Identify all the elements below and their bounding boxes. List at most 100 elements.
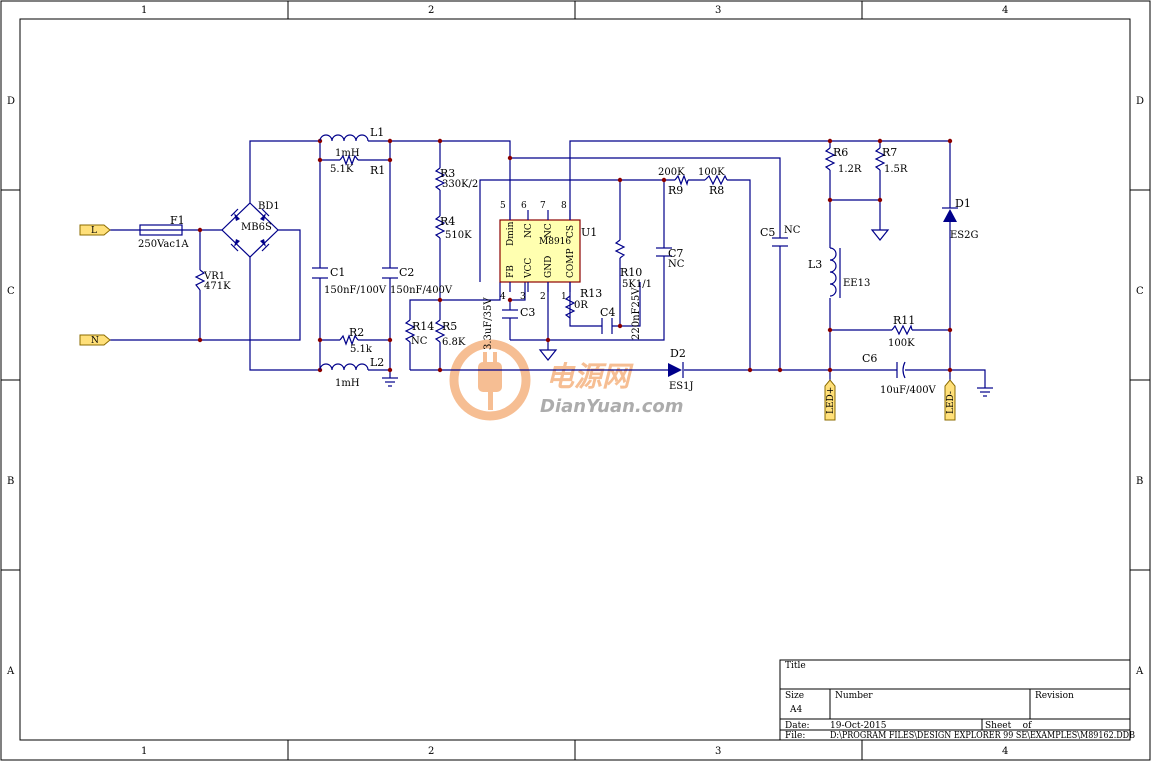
- number-label: Number: [835, 691, 873, 701]
- port-n: N: [79, 334, 111, 346]
- r1-value: 5.1K: [330, 164, 354, 175]
- ground-symbol-1: [382, 377, 398, 387]
- r14-ref: R14: [412, 320, 434, 333]
- u1-pin-name-gnd: GND: [544, 256, 554, 278]
- row-label-right-b: B: [1136, 476, 1143, 487]
- u1-pin-name-dmin: Dmin: [506, 221, 516, 246]
- c5-value: NC: [784, 225, 801, 236]
- watermark-en: DianYuan.com: [540, 396, 684, 417]
- date-value: 19-Oct-2015: [830, 721, 887, 731]
- u1-pin-name-nc-2: NC: [544, 223, 554, 238]
- row-label-right-d: D: [1136, 96, 1144, 107]
- c4-ref: C4: [600, 306, 615, 319]
- inductor-l1: L1 1mH: [319, 126, 384, 159]
- d2-value: ES1J: [669, 381, 694, 392]
- u1-pin-name-cs: CS: [566, 225, 576, 238]
- r3-ref: R3: [440, 167, 455, 180]
- capacitor-c3: C3 3.3uF/35V: [483, 297, 535, 350]
- l1-ref: L1: [370, 126, 384, 139]
- resistor-r5: R5 6.8K: [434, 319, 466, 348]
- r5-value: 6.8K: [442, 337, 466, 348]
- bridge-bd1: BD1 MB6S: [221, 201, 280, 258]
- diode-d1: D1 ES2G: [942, 197, 979, 241]
- d1-ref: D1: [955, 197, 971, 210]
- u1-pin-1: 1: [561, 292, 567, 302]
- u1-ref: U1: [581, 226, 597, 239]
- c7-ref: C7: [668, 247, 683, 260]
- col-label-top-2: 2: [428, 5, 434, 16]
- col-label-bottom-3: 3: [715, 746, 721, 757]
- c2-value: 150nF/400V: [390, 285, 453, 296]
- r8-value: 100K: [698, 167, 725, 178]
- r3-value: 330K/2: [442, 179, 478, 190]
- f1-value: 250Vac1A: [138, 239, 189, 250]
- r4-ref: R4: [440, 215, 455, 228]
- r2-ref: R2: [349, 326, 364, 339]
- r13-ref: R13: [580, 287, 602, 300]
- r1-ref: R1: [370, 164, 385, 177]
- l1-value: 1mH: [335, 148, 360, 159]
- file-label: File:: [785, 731, 805, 741]
- capacitor-c7: C7 NC: [656, 247, 685, 280]
- r8-ref: R8: [709, 184, 724, 197]
- row-label-left-d: D: [7, 96, 15, 107]
- capacitor-c6: C6 10uF/400V: [862, 352, 937, 396]
- c6-ref: C6: [862, 352, 877, 365]
- r9-value: 200K: [658, 167, 685, 178]
- diode-d2: D2 ES1J: [668, 347, 694, 392]
- port-n-label: N: [91, 336, 99, 346]
- bd1-ref: BD1: [258, 201, 280, 212]
- c3-ref: C3: [520, 306, 535, 319]
- ground-symbol-3: [870, 229, 890, 241]
- resistor-r2: R2 5.1k: [339, 326, 373, 355]
- capacitor-c1: C1 150nF/100V: [312, 266, 387, 296]
- c4-value: 220nF25V: [631, 287, 642, 340]
- u1-pin-4: 4: [500, 292, 506, 302]
- port-led-plus: LED+: [824, 379, 836, 421]
- u1-pin-6: 6: [521, 201, 527, 211]
- r13-value: 0R: [574, 300, 588, 311]
- r2-value: 5.1k: [350, 344, 373, 355]
- c3-value: 3.3uF/35V: [483, 297, 494, 350]
- col-label-bottom-2: 2: [428, 746, 434, 757]
- title-label: Title: [785, 661, 806, 671]
- row-label-left-a: A: [6, 666, 15, 677]
- date-label: Date:: [785, 721, 810, 731]
- row-label-left-b: B: [7, 476, 14, 487]
- c6-value: 10uF/400V: [880, 385, 937, 396]
- row-label-right-c: C: [1136, 286, 1144, 297]
- resistor-r4: R4 510K: [434, 215, 472, 241]
- u1-pin-8: 8: [561, 201, 567, 211]
- u1-pin-5: 5: [500, 201, 506, 211]
- resistor-r8: 100K R8: [698, 167, 728, 197]
- inductor-l2: L2 1mH: [319, 356, 384, 389]
- u1-value: M8916: [539, 237, 571, 247]
- u1-pin-7: 7: [540, 201, 546, 211]
- resistor-r9: 200K R9: [658, 167, 689, 197]
- r5-ref: R5: [442, 320, 457, 333]
- capacitor-c5: C5 NC: [760, 225, 801, 250]
- r10-value: 5K1/1: [622, 279, 652, 290]
- port-l: L: [79, 224, 111, 236]
- ic-u1: U1 M8916 5 6 7 8 4 3 2 1 Dmin NC NC CS F…: [499, 201, 597, 302]
- resistor-r3: R3 330K/2: [434, 167, 478, 191]
- d2-ref: D2: [670, 347, 686, 360]
- l2-value: 1mH: [335, 378, 360, 389]
- col-label-top-1: 1: [141, 5, 147, 16]
- f1-ref: F1: [170, 214, 185, 227]
- r10-ref: R10: [620, 266, 642, 279]
- file-value: D:\PROGRAM FILES\DESIGN EXPLORER 99 SE\E…: [830, 731, 1135, 741]
- title-block: Title Size A4 Number Revision Date: 19-O…: [779, 659, 1135, 741]
- r4-value: 510K: [445, 230, 472, 241]
- bd1-value: MB6S: [241, 222, 272, 233]
- ground-symbol-4: [977, 387, 993, 397]
- resistor-r6: R6 1.2R: [824, 146, 862, 175]
- u1-pin-3: 3: [520, 292, 526, 302]
- l3-value: EE13: [843, 278, 870, 289]
- resistor-r11: R11 100K: [888, 314, 915, 349]
- c1-value: 150nF/100V: [324, 285, 387, 296]
- u1-pin-name-nc-1: NC: [524, 223, 534, 238]
- col-label-bottom-1: 1: [141, 746, 147, 757]
